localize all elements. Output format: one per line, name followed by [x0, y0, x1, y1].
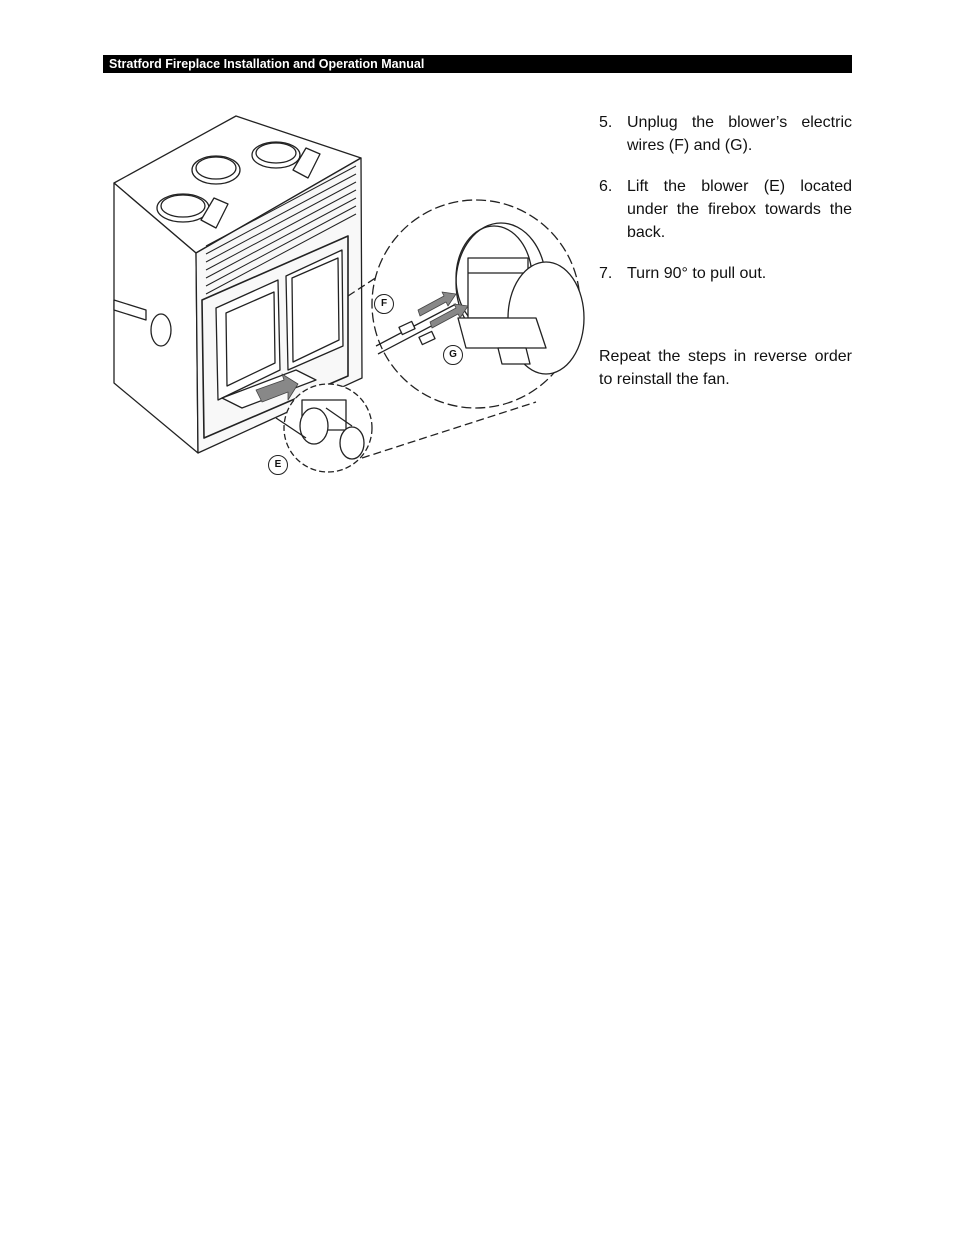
step-number: 6. — [599, 178, 613, 195]
blower-detail-small — [275, 383, 373, 473]
step-item: 6. Lift the blower (E) located under the… — [599, 175, 852, 244]
callout-e: E — [268, 455, 288, 475]
step-text: Lift the blower (E) located under the fi… — [627, 178, 852, 241]
blower-removal-illustration: E F G — [106, 108, 586, 482]
step-item: 7. Turn 90° to pull out. — [599, 262, 852, 285]
step-text: Unplug the blower’s electric wires (F) a… — [627, 114, 852, 154]
callout-g: G — [443, 345, 463, 365]
fireplace-insert-drawing — [113, 115, 363, 454]
step-item: 5. Unplug the blower’s electric wires (F… — [599, 111, 852, 157]
step-text: Turn 90° to pull out. — [627, 265, 767, 282]
callout-f: F — [374, 294, 394, 314]
wire-connector-detail — [371, 199, 585, 409]
reinstall-note: Repeat the steps in reverse order to rei… — [599, 348, 852, 388]
manual-header-bar: Stratford Fireplace Installation and Ope… — [103, 55, 852, 73]
manual-title: Stratford Fireplace Installation and Ope… — [109, 57, 425, 71]
step-number: 5. — [599, 114, 613, 131]
instruction-steps: 5. Unplug the blower’s electric wires (F… — [599, 111, 852, 303]
step-number: 7. — [599, 265, 613, 282]
